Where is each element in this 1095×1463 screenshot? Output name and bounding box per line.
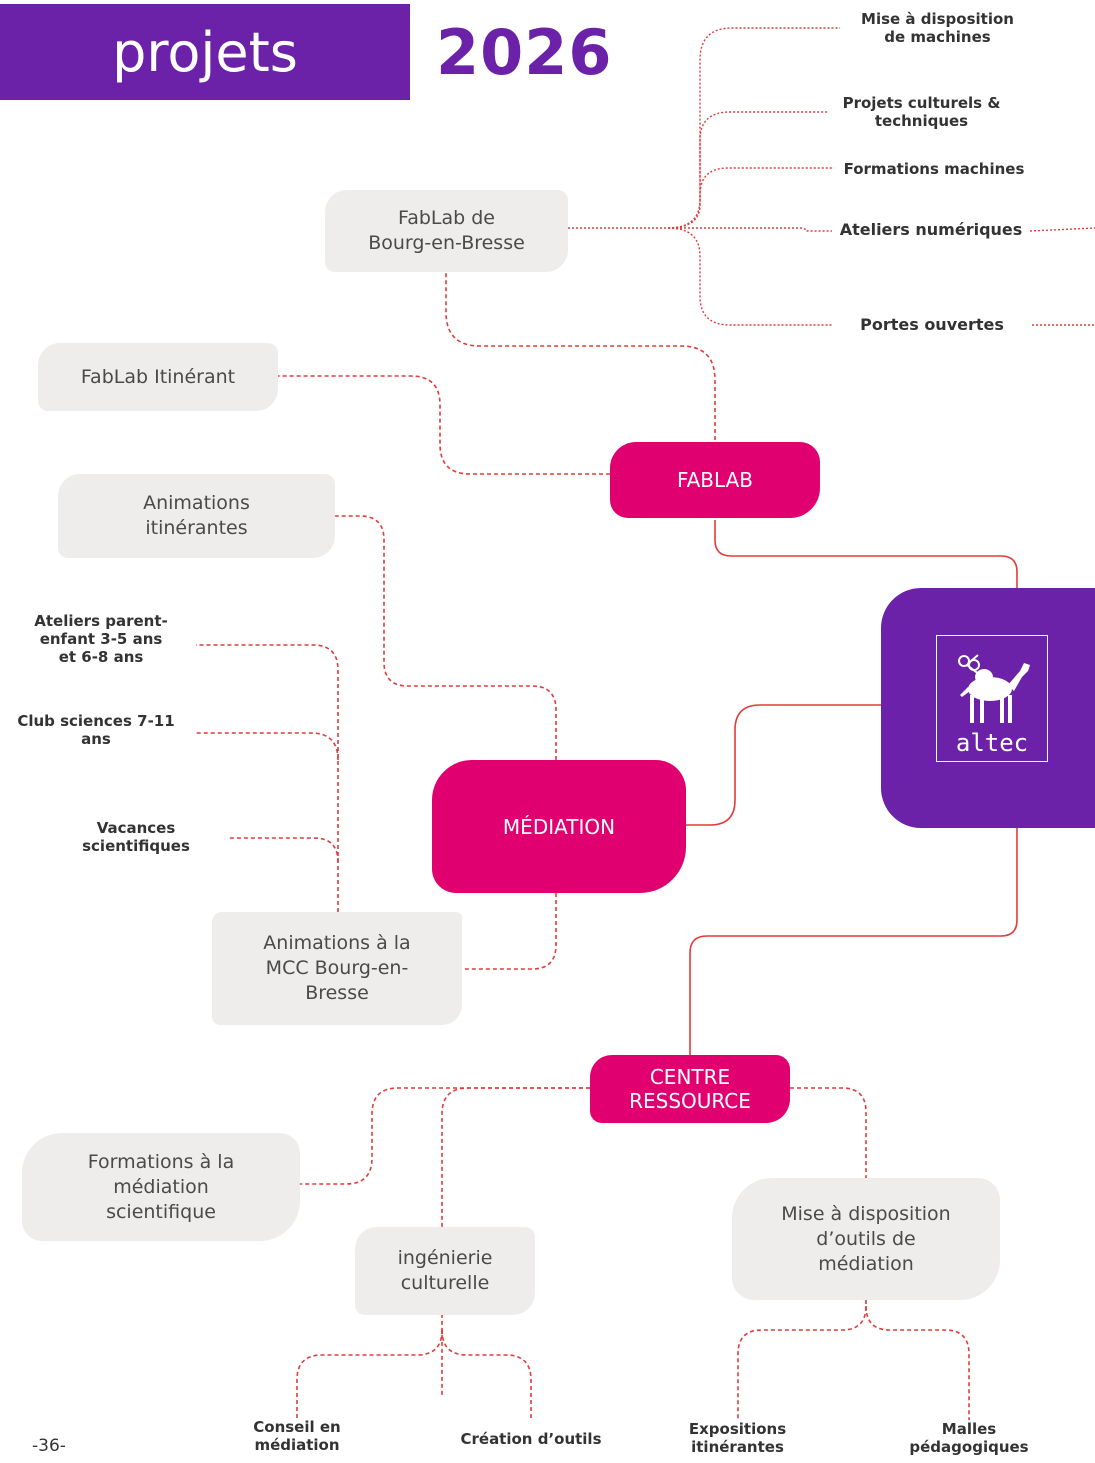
page-number-text: -36- [32,1436,66,1456]
node-ingenierie-line2: culturelle [400,1272,490,1294]
altec-logo: altec [936,635,1048,762]
leaf-conseil-line1: Conseil en [253,1418,341,1436]
title-left-text: projets [112,20,298,84]
leaf-conseil-mediation: Conseil en médiation [222,1418,372,1454]
leaf-creation-outils-text: Création d’outils [460,1430,602,1448]
node-centre-line1: CENTRE [649,1065,731,1089]
node-animations-mcc-line1: Animations à la [263,932,411,954]
leaf-vacances-scientifiques: Vacances scientifiques [56,819,216,855]
node-centre-ressource: CENTRE RESSOURCE [590,1055,790,1123]
title-projets: projets [0,4,410,100]
leaf-projets-culturels: Projets culturels & techniques [824,94,1019,130]
node-animations-itinerantes-line1: Animations [143,492,250,514]
node-fablab: FABLAB [610,442,820,518]
altec-hub: altec [881,588,1095,828]
leaf-ateliers-parent-line1: Ateliers parent- [34,612,168,630]
node-fablab-label: FABLAB [676,468,754,492]
leaf-mise-machines-line2: de machines [884,28,991,46]
node-mise-outils-line2: d’outils de [816,1227,916,1250]
leaf-mise-machines-line1: Mise à disposition [861,10,1014,28]
leaf-vacances-line2: scientifiques [82,837,190,855]
leaf-portes-ouvertes-text: Portes ouvertes [860,315,1004,334]
leaf-ateliers-parent: Ateliers parent- enfant 3-5 ans et 6-8 a… [6,612,196,666]
page-number: -36- [32,1436,66,1456]
leaf-club-sciences-line2: ans [81,730,111,748]
title-year: 2026 [436,4,636,100]
leaf-expositions-line1: Expositions [688,1420,787,1438]
node-formations-mediation: Formations à la médiation scientifique [22,1133,300,1241]
node-formations-mediation-line2: médiation [113,1175,209,1198]
leaf-formations-machines: Formations machines [834,160,1034,178]
leaf-ateliers-parent-line3: et 6-8 ans [58,648,144,666]
leaf-ateliers-parent-line2: enfant 3-5 ans [39,630,163,648]
leaf-expositions-line2: itinérantes [691,1438,784,1456]
node-formations-mediation-line1: Formations à la [87,1150,235,1173]
leaf-ateliers-numeriques-text: Ateliers numériques [839,220,1023,239]
leaf-formations-machines-text: Formations machines [843,160,1025,178]
node-mise-outils-line3: médiation [818,1252,914,1275]
node-fablab-bourg: FabLab de Bourg-en-Bresse [325,190,568,272]
leaf-mise-machines: Mise à disposition de machines [840,10,1035,46]
logo-text: altec [955,729,1029,757]
node-animations-mcc-line3: Bresse [305,982,369,1004]
node-fablab-itinerant-label: FabLab Itinérant [80,365,236,388]
leaf-vacances-line1: Vacances [96,819,176,837]
leaf-projets-culturels-line1: Projets culturels & [842,94,1001,112]
node-animations-itinerantes-line2: itinérantes [145,517,248,539]
leaf-expositions-itinerantes: Expositions itinérantes [660,1420,815,1456]
node-mediation-label: MÉDIATION [502,814,616,839]
node-mediation: MÉDIATION [432,760,686,893]
leaf-club-sciences: Club sciences 7-11 ans [0,712,192,748]
node-fablab-bourg-line1: FabLab de [398,207,495,229]
node-centre-line2: RESSOURCE [629,1089,751,1113]
node-fablab-itinerant: FabLab Itinérant [38,343,278,411]
node-mise-outils: Mise à disposition d’outils de médiation [732,1178,1000,1300]
leaf-projets-culturels-line2: techniques [874,112,969,130]
leaf-malles-pedagogiques: Malles pédagogiques [890,1420,1048,1456]
leaf-ateliers-numeriques: Ateliers numériques [830,221,1032,239]
node-mise-outils-line1: Mise à disposition [781,1202,951,1225]
title-right-text: 2026 [436,15,613,89]
node-animations-mcc: Animations à la MCC Bourg-en- Bresse [212,912,462,1025]
node-formations-mediation-line3: scientifique [106,1200,216,1223]
leaf-malles-line2: pédagogiques [909,1438,1029,1456]
leaf-conseil-line2: médiation [254,1436,340,1454]
leaf-club-sciences-line1: Club sciences 7-11 [17,712,175,730]
leaf-malles-line1: Malles [941,1420,997,1438]
node-ingenierie-line1: ingénierie [397,1247,493,1269]
node-fablab-bourg-line2: Bourg-en-Bresse [368,232,525,254]
camel-icon [958,654,1030,723]
node-animations-mcc-line2: MCC Bourg-en- [265,957,409,979]
leaf-portes-ouvertes: Portes ouvertes [832,316,1032,334]
leaf-creation-outils: Création d’outils [440,1430,622,1448]
node-ingenierie: ingénierie culturelle [355,1227,535,1315]
node-animations-itinerantes: Animations itinérantes [58,474,335,558]
